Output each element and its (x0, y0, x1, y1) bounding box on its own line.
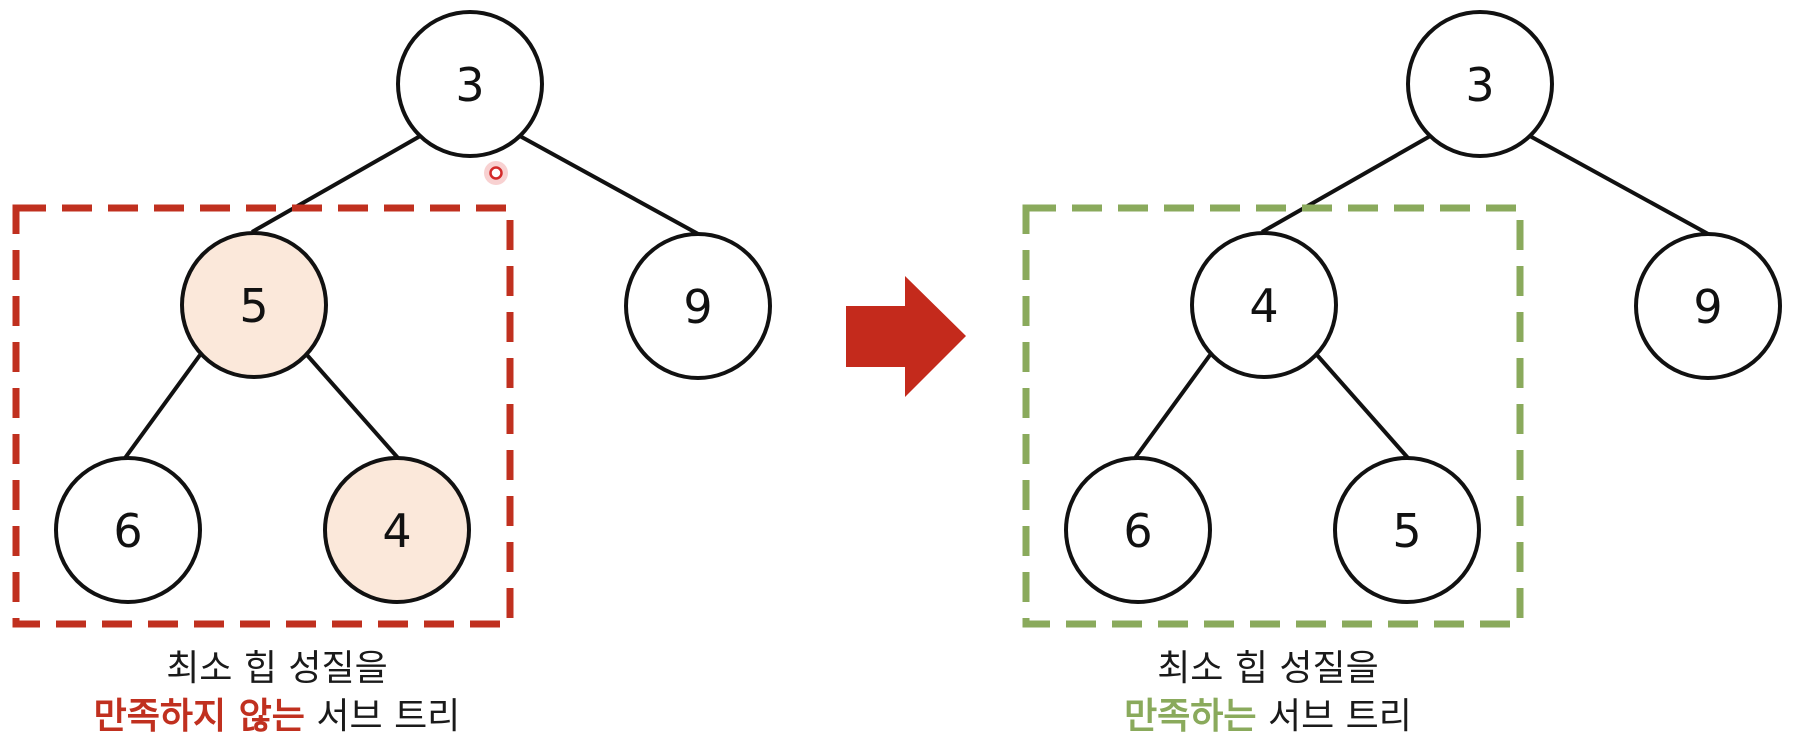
node-value: 6 (113, 504, 142, 558)
right-caption-line2: 만족하는 서브 트리 (988, 693, 1548, 741)
left-caption-line1: 최소 힙 성질을 (166, 648, 388, 689)
right-tree-right-node: 9 (1634, 232, 1782, 380)
satisfied-subtree-box (1022, 204, 1524, 628)
node-value: 3 (455, 58, 484, 112)
left-tree: 3 5 9 6 4 (12, 10, 772, 628)
right-tree: 3 4 9 6 5 (1022, 10, 1782, 628)
cursor-indicator (484, 161, 508, 185)
node-value: 3 (1465, 58, 1494, 112)
edge-root-left (251, 133, 423, 234)
left-caption-rest: 서브 트리 (304, 696, 461, 737)
right-caption-line1: 최소 힙 성질을 (1157, 648, 1379, 689)
node-value: 9 (683, 280, 712, 334)
left-tree-root-node: 3 (396, 10, 544, 158)
right-caption: 최소 힙 성질을 만족하는 서브 트리 (988, 645, 1548, 741)
left-tree-leftleft-node: 6 (54, 456, 202, 604)
edge-left-leftleft (123, 353, 202, 460)
node-value: 4 (1249, 279, 1278, 333)
left-caption: 최소 힙 성질을 만족하지 않는 서브 트리 (0, 645, 557, 741)
right-tree-leftright-node: 5 (1333, 456, 1481, 604)
right-tree-root-node: 3 (1406, 10, 1554, 158)
edge-root-left (1261, 133, 1433, 234)
left-caption-line2: 만족하지 않는 서브 트리 (0, 693, 557, 741)
left-caption-highlight: 만족하지 않는 (93, 696, 305, 737)
right-caption-highlight: 만족하는 (1124, 696, 1257, 737)
left-tree-left-node: 5 (180, 231, 328, 379)
edge-left-leftright (305, 353, 400, 460)
node-value: 9 (1693, 280, 1722, 334)
right-caption-rest: 서브 트리 (1256, 696, 1412, 737)
edge-left-leftright (1315, 353, 1410, 460)
unsatisfied-subtree-box (12, 204, 514, 628)
left-tree-right-node: 9 (624, 232, 772, 380)
edge-root-right (517, 133, 701, 237)
transform-arrow-icon (846, 276, 966, 397)
edge-root-right (1527, 133, 1711, 237)
node-value: 6 (1123, 504, 1152, 558)
right-tree-leftleft-node: 6 (1064, 456, 1212, 604)
node-value: 5 (239, 279, 268, 333)
node-value: 5 (1392, 504, 1421, 558)
left-tree-leftright-node: 4 (323, 456, 471, 604)
edge-left-leftleft (1133, 353, 1212, 460)
right-tree-left-node: 4 (1190, 231, 1338, 379)
node-value: 4 (382, 504, 411, 558)
